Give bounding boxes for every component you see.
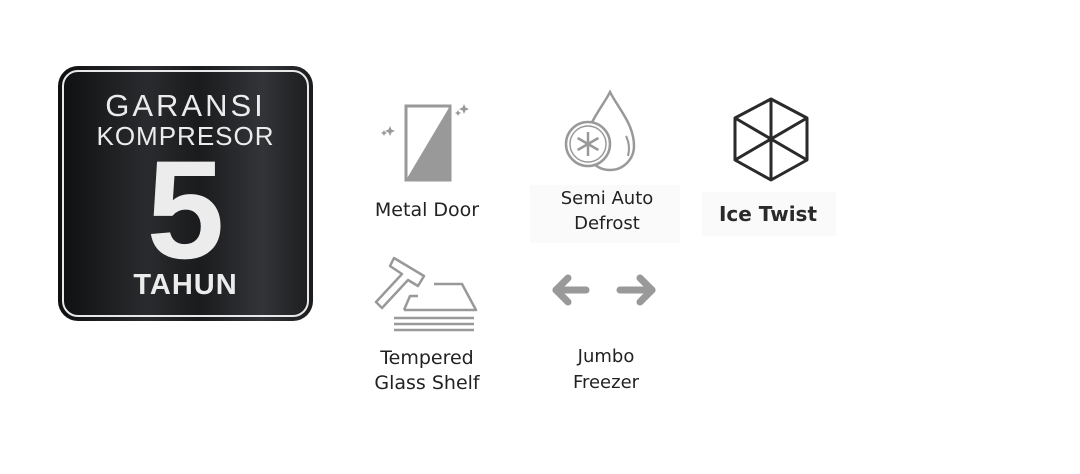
badge-line2: KOMPRESOR — [96, 121, 275, 151]
feature-label-defrost-2: Defrost — [574, 213, 640, 234]
label-backdrop — [530, 185, 680, 243]
label-backdrop — [702, 192, 836, 236]
warranty-badge: GARANSI KOMPRESOR 5 TAHUN — [58, 66, 313, 321]
metal-door-icon — [381, 104, 469, 182]
badge-border — [62, 70, 309, 317]
defrost-drop-icon — [564, 89, 636, 172]
badge-line1: GARANSI — [105, 88, 266, 123]
ice-cube-icon — [733, 97, 809, 182]
tempered-glass-hammer-icon — [374, 256, 478, 332]
feature-label-jumbo-2: Freezer — [572, 372, 640, 393]
feature-label-ice-twist: Ice Twist — [718, 202, 818, 226]
feature-label-jumbo-1: Jumbo — [577, 346, 635, 367]
expand-arrows-icon — [552, 274, 656, 306]
badge-unit: TAHUN — [133, 269, 238, 301]
feature-label-defrost-1: Semi Auto — [560, 188, 654, 209]
feature-label-glass-1: Tempered — [380, 347, 474, 369]
feature-label-metal-door: Metal Door — [374, 199, 480, 221]
feature-label-glass-2: Glass Shelf — [374, 372, 480, 394]
badge-number: 5 — [146, 131, 225, 288]
